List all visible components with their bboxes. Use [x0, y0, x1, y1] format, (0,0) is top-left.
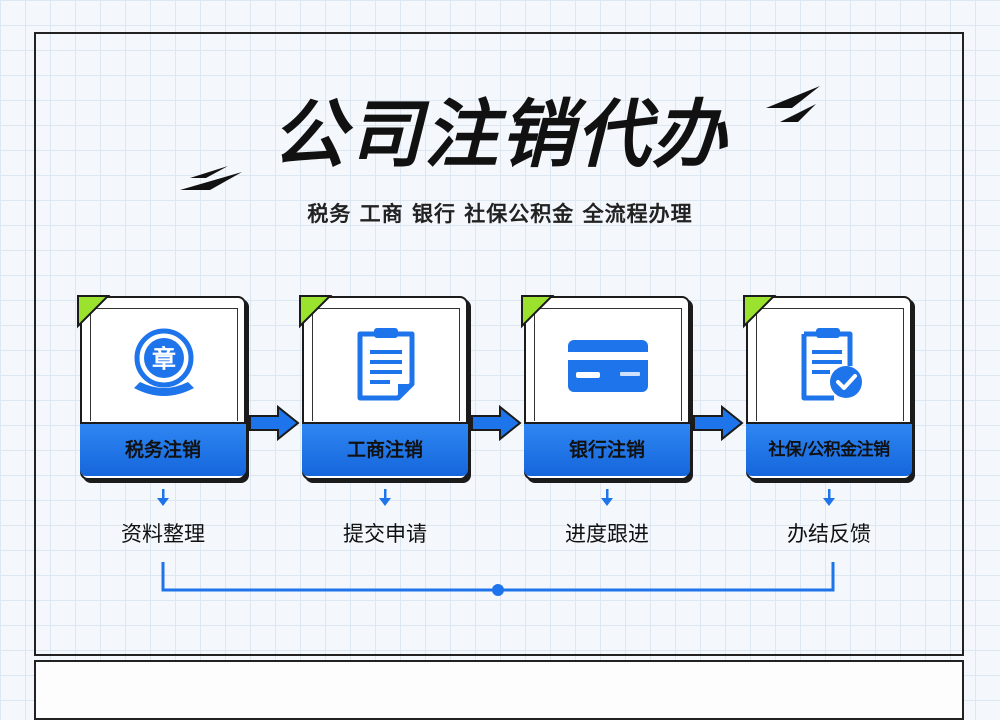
bank-card-icon — [568, 340, 648, 392]
process-connector-line — [161, 562, 835, 596]
card-label: 银行注销 — [524, 422, 690, 476]
right-arrow-icon — [693, 404, 744, 442]
card-bank-cancellation: 银行注销 — [521, 295, 690, 480]
card-label: 工商注销 — [302, 422, 468, 476]
document-icon — [357, 328, 415, 401]
card-tax-cancellation: 章 税务注销 — [77, 295, 246, 480]
card-label: 税务注销 — [80, 422, 246, 476]
right-arrow-icon — [471, 404, 522, 442]
down-arrow-icon — [379, 489, 391, 506]
down-arrow-icon — [601, 489, 613, 506]
corner-tag-icon — [743, 295, 777, 329]
step-label: 办结反馈 — [787, 522, 871, 546]
corner-tag-icon — [299, 295, 333, 329]
card-social-security-cancellation: 社保/公积金注销 — [743, 295, 912, 480]
main-frame — [34, 32, 964, 656]
step-label: 进度跟进 — [565, 522, 649, 546]
page-subtitle: 税务 工商 银行 社保公积金 全流程办理 — [307, 202, 693, 226]
card-business-cancellation: 工商注销 — [299, 295, 468, 480]
step-label: 资料整理 — [121, 522, 205, 546]
seal-char: 章 — [152, 345, 176, 373]
title-speed-lines — [180, 86, 820, 190]
seal-icon: 章 — [134, 328, 194, 396]
card-inner-panel — [756, 308, 904, 421]
step-label: 提交申请 — [343, 522, 427, 546]
right-arrow-icon — [249, 404, 300, 442]
document-check-icon — [801, 328, 862, 401]
down-arrow-icon — [823, 489, 835, 506]
card-inner-panel — [312, 308, 460, 421]
card-label: 社保/公积金注销 — [746, 422, 912, 476]
down-arrow-icon — [157, 489, 169, 506]
next-section-frame — [34, 660, 964, 720]
corner-tag-icon — [77, 295, 111, 329]
corner-tag-icon — [521, 295, 555, 329]
title-block: 公司注销代办 — [180, 82, 820, 192]
page-title: 公司注销代办 — [272, 92, 728, 178]
